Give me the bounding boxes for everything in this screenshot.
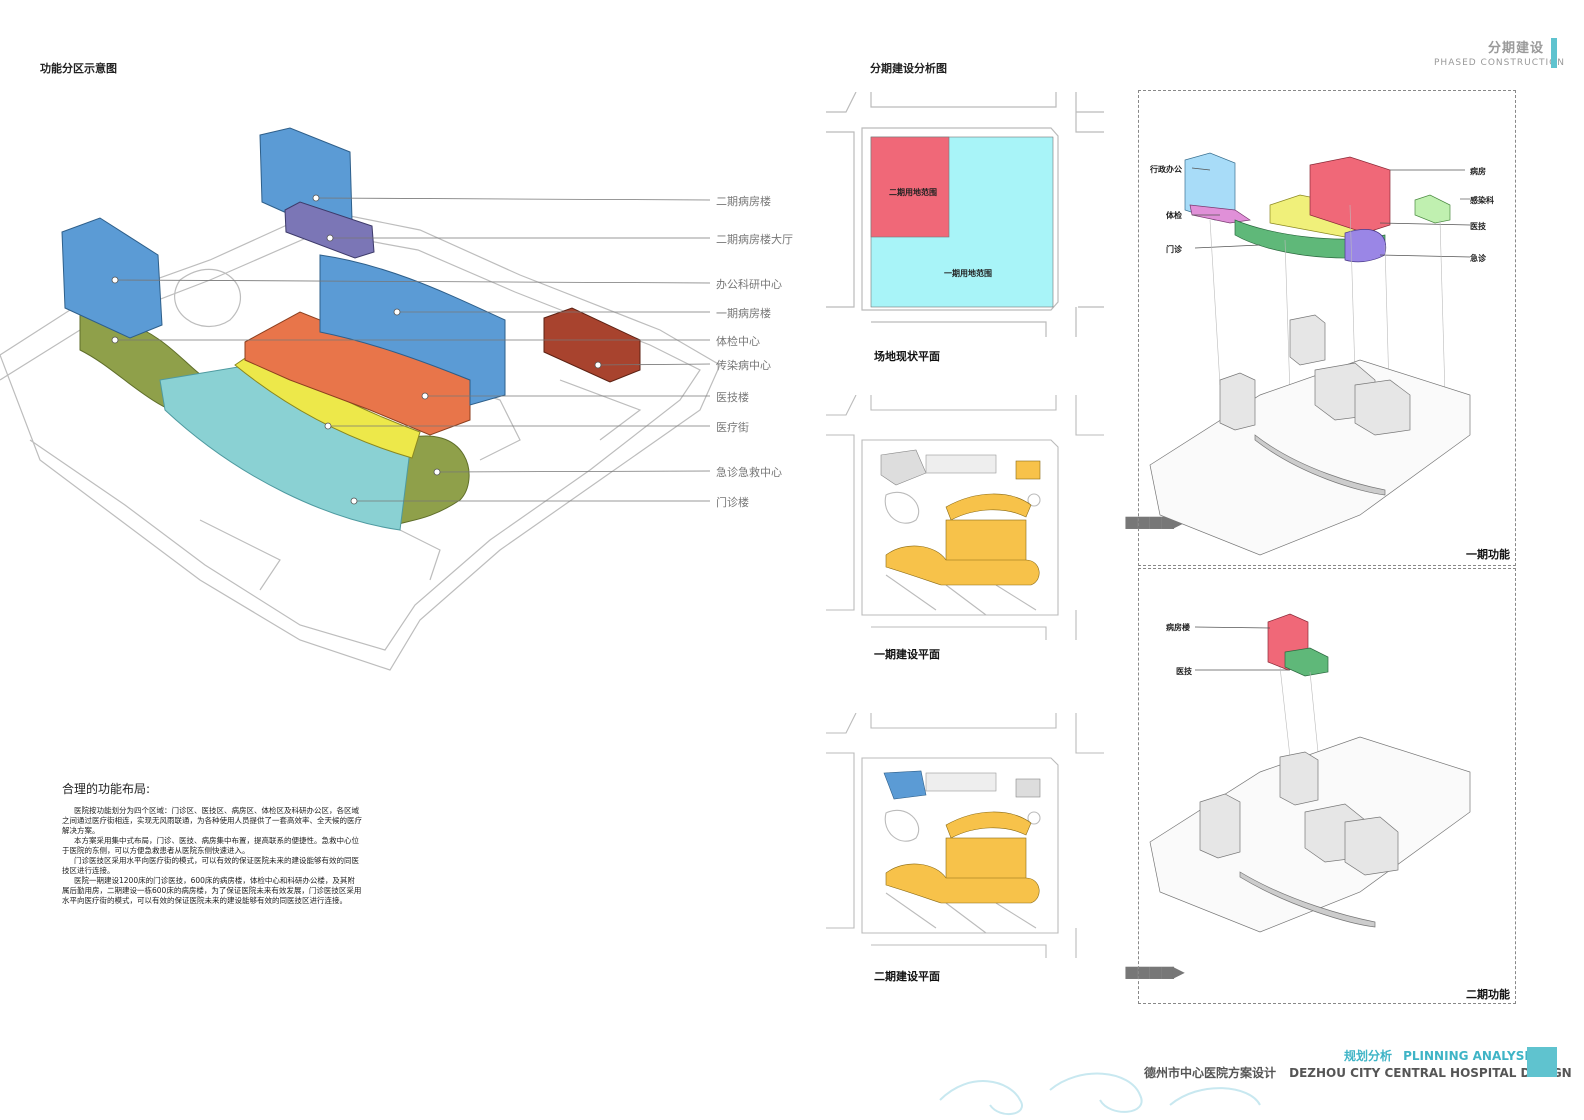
footer-accent-block	[1527, 1047, 1557, 1077]
paragraph: 医院一期建设1200床的门诊医技，600床的病房楼，体检中心和科研办公楼，及其附…	[62, 876, 362, 905]
phase1-function-diagram	[1149, 152, 1471, 556]
phase2-plan	[826, 713, 1104, 958]
p1-label-admin: 行政办公	[1150, 165, 1182, 174]
phase2-function-diagram	[1149, 613, 1471, 933]
site-status-plan	[826, 92, 1104, 337]
p1-label-outpatient: 门诊	[1166, 245, 1182, 254]
footer-analysis: 规划分析 PLINNING ANALYSIS	[1344, 1045, 1537, 1064]
office-tower	[61, 217, 163, 339]
phase1-plan	[826, 395, 1104, 640]
p1-label-emergency: 急诊	[1470, 254, 1486, 263]
leader-lines	[114, 197, 711, 502]
footer-analysis-en: PLINNING ANALYSIS	[1403, 1049, 1538, 1063]
label-medtech: 医技楼	[716, 391, 749, 404]
phase1-function-caption: 一期功能	[1466, 548, 1510, 561]
p2-label-medtech: 医技	[1176, 667, 1192, 676]
phase2-zone	[870, 136, 950, 238]
label-phase2-lobby: 二期病房楼大厅	[716, 233, 793, 246]
leader-dots	[111, 194, 602, 505]
phase2-function-box	[1138, 568, 1516, 1004]
phase2-function-caption: 二期功能	[1466, 988, 1510, 1001]
p1-label-medtech: 医技	[1470, 222, 1486, 231]
paragraph: 医院按功能划分为四个区域：门诊区、医技区、病房区、体检区及科研办公区，各区域之间…	[62, 806, 362, 835]
paragraph: 门诊医技区采用水平向医疗街的模式，可以有效的保证医院未来的建设能够有效的同医技区…	[62, 856, 359, 875]
phase1-zone-label: 一期用地范围	[944, 269, 992, 278]
footer-analysis-cn: 规划分析	[1344, 1049, 1393, 1063]
functional-zoning-diagram	[0, 127, 721, 671]
p1-label-infectious: 感染科	[1470, 196, 1494, 205]
header-accent-bar	[1551, 38, 1557, 68]
footer-project-en: DEZHOU CITY CENTRAL HOSPITAL DESIGN	[1289, 1066, 1572, 1080]
label-checkup-center: 体检中心	[716, 335, 760, 348]
phase2-plan-caption: 二期建设平面	[874, 970, 940, 983]
layout-text-title: 合理的功能布局:	[62, 782, 151, 796]
label-phase1-ward: 一期病房楼	[716, 307, 771, 320]
label-phase2-ward: 二期病房楼	[716, 195, 771, 208]
footer-project: 德州市中心医院方案设计 DEZHOU CITY CENTRAL HOSPITAL…	[1144, 1062, 1572, 1081]
phase1-function-box	[1138, 90, 1516, 566]
right-section-title: 分期建设分析图	[870, 62, 947, 75]
infectious-center	[543, 307, 641, 383]
left-section-title: 功能分区示意图	[40, 62, 117, 75]
phase2-zone-label: 二期用地范围	[889, 188, 937, 197]
site-status-caption: 场地现状平面	[874, 350, 940, 363]
phase1-plan-caption: 一期建设平面	[874, 648, 940, 661]
label-infectious-center: 传染病中心	[716, 359, 771, 372]
emergency-block	[394, 435, 470, 526]
p2-label-ward: 病房楼	[1166, 623, 1190, 632]
label-outpatient: 门诊楼	[716, 496, 749, 509]
paragraph: 本方案采用集中式布局，门诊、医技、病房集中布置，提高联系的便捷性。急救中心位于医…	[62, 836, 359, 855]
label-office-research: 办公科研中心	[716, 278, 782, 291]
phase1-ward	[319, 254, 506, 406]
header-title-en: PHASED CONSTRUCTION	[1434, 58, 1565, 68]
footer-project-cn: 德州市中心医院方案设计	[1144, 1066, 1277, 1080]
label-medical-street: 医疗街	[716, 421, 749, 434]
phase2-lobby	[284, 201, 375, 259]
arrow-icon: ■■■■▶	[1124, 962, 1185, 981]
layout-text-body: 医院按功能划分为四个区域：门诊区、医技区、病房区、体检区及科研办公区，各区域之间…	[62, 806, 362, 906]
p1-label-ward: 病房	[1470, 167, 1486, 176]
header-title-cn: 分期建设	[1488, 41, 1545, 56]
p1-label-checkup: 体检	[1166, 211, 1182, 220]
cloud-pattern-decoration	[939, 1072, 1261, 1116]
label-emergency: 急诊急救中心	[716, 466, 782, 479]
